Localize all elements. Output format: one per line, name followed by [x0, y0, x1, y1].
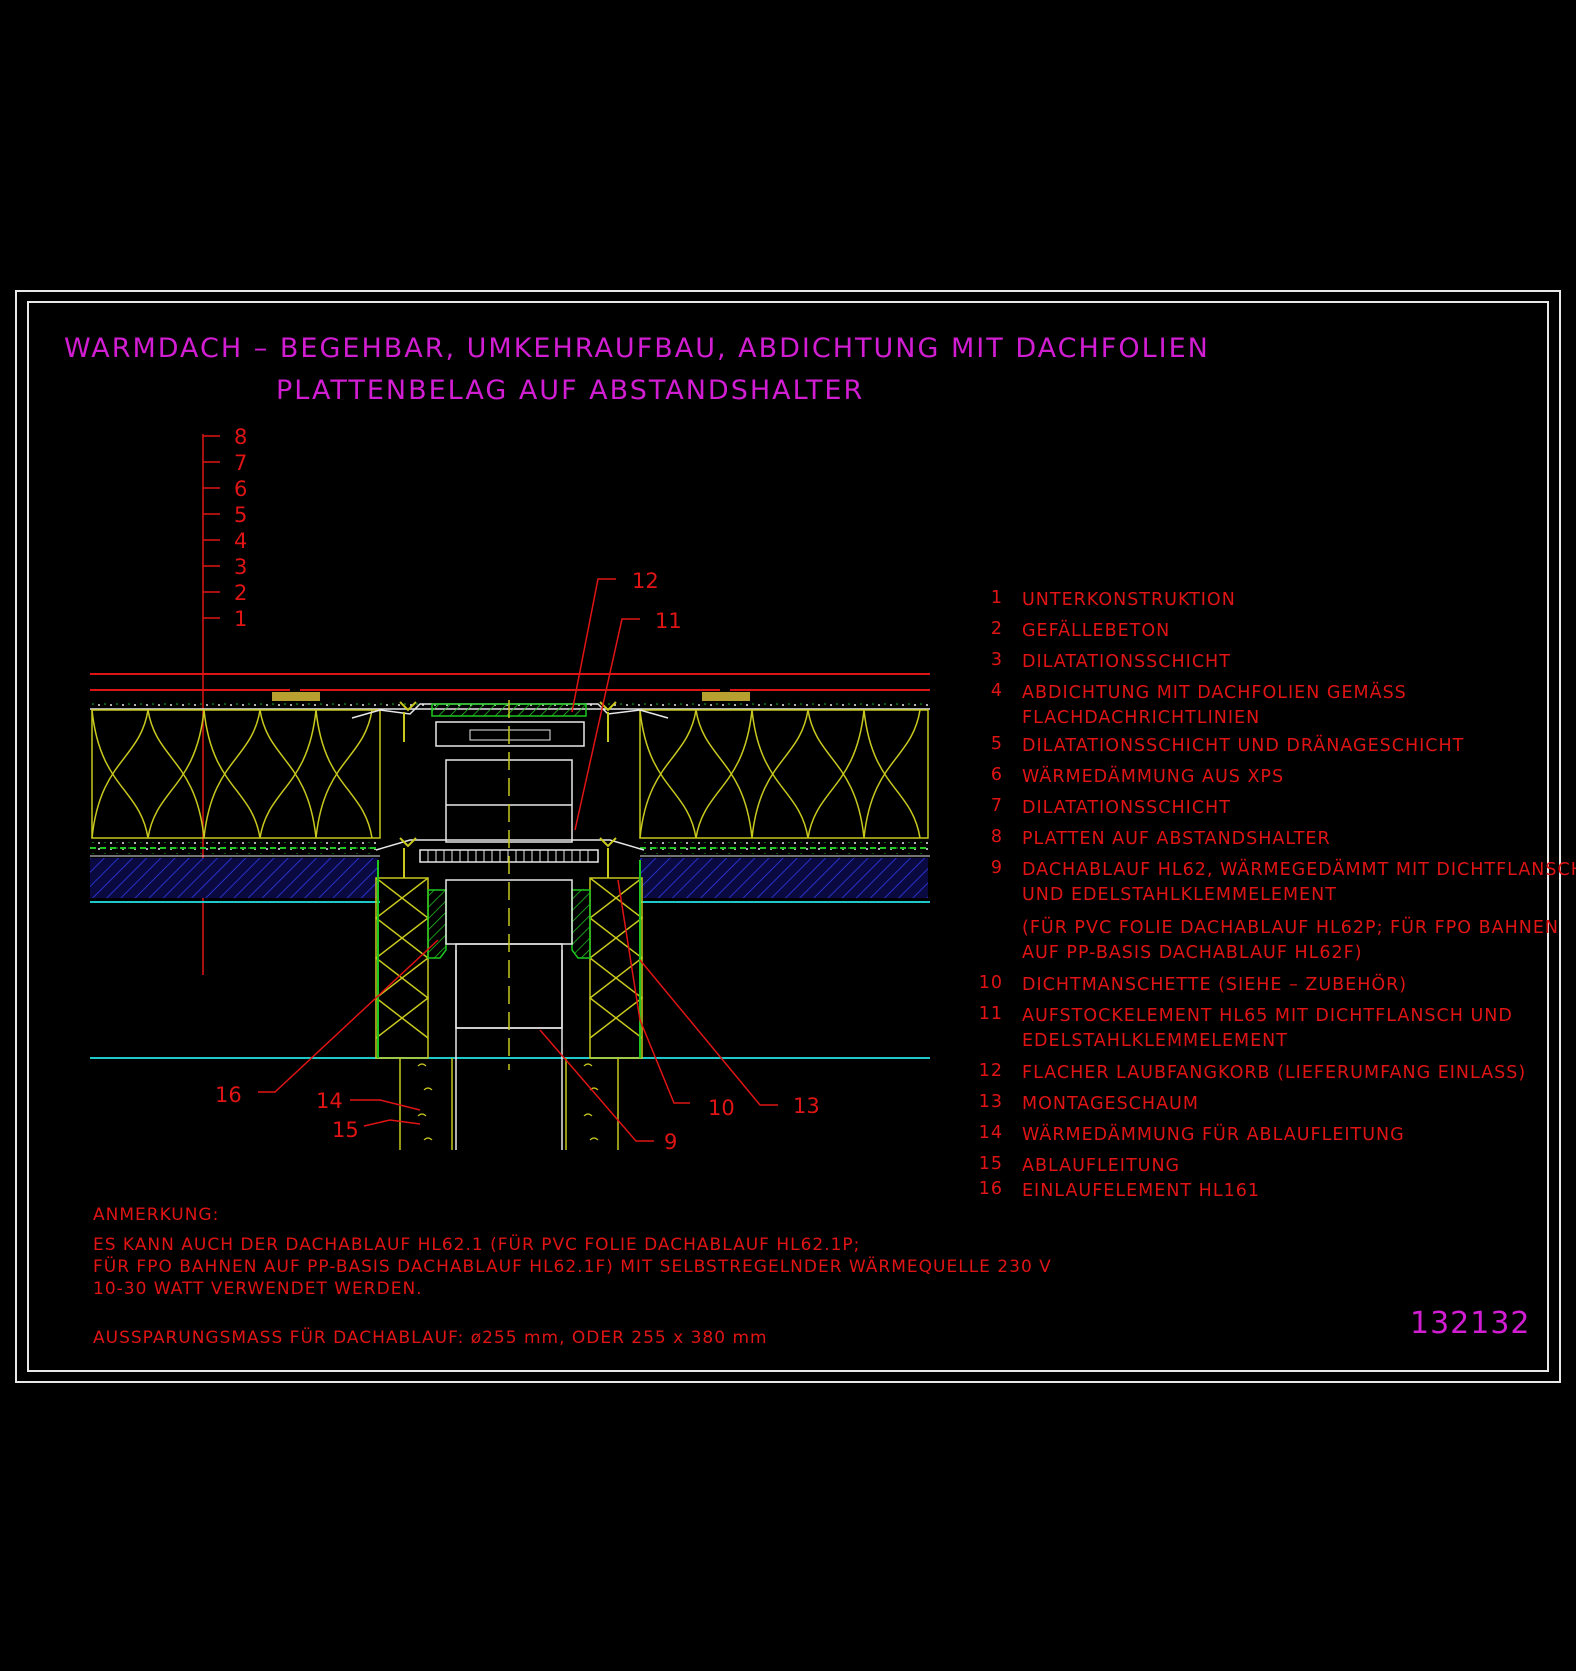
xps-insulation-left: [91, 709, 381, 839]
scale-label-5: 5: [234, 503, 247, 527]
note-line-3: 10-30 WATT VERWENDET WERDEN.: [93, 1279, 423, 1299]
membrane-layers: [90, 842, 930, 857]
foam-outline: [377, 860, 641, 1058]
callout-15: 15: [332, 1118, 359, 1142]
callout-14: 14: [316, 1089, 343, 1113]
note-line-4: AUSSPARUNGSMASS FÜR DACHABLAUF: ø255 mm,…: [93, 1328, 768, 1348]
callout-13: 13: [793, 1094, 820, 1118]
scale-label-7: 7: [234, 451, 247, 475]
title-line-2: PLATTENBELAG AUF ABSTANDSHALTER: [276, 375, 865, 406]
outer-frame: [15, 290, 1561, 1383]
title-line-1: WARMDACH – BEGEHBAR, UMKEHRAUFBAU, ABDIC…: [64, 333, 1210, 364]
paving-slabs: [90, 673, 930, 701]
callout-10: 10: [708, 1096, 735, 1120]
layer-scale: 8 7 6 5 4 3 2 1: [202, 425, 247, 975]
clamp-bolts: [399, 701, 617, 878]
callout-12: 12: [632, 569, 659, 593]
note-line-2: FÜR FPO BAHNEN AUF PP-BASIS DACHABLAUF H…: [93, 1257, 1052, 1277]
leader-lines: [258, 578, 778, 1142]
inner-frame: [27, 301, 1549, 1372]
scale-label-3: 3: [234, 555, 247, 579]
slope-concrete-left: [90, 858, 378, 898]
scale-label-2: 2: [234, 581, 247, 605]
note-line-1: ES KANN AUCH DER DACHABLAUF HL62.1 (FÜR …: [93, 1235, 861, 1255]
callout-9: 9: [664, 1130, 677, 1154]
roof-drain-body: [375, 839, 645, 1029]
scale-label-1: 1: [234, 607, 247, 631]
xps-insulation-right: [639, 709, 929, 839]
drawing-number: 132132: [1410, 1306, 1531, 1341]
note-heading: ANMERKUNG:: [93, 1205, 220, 1225]
scale-label-4: 4: [234, 529, 247, 553]
scale-label-6: 6: [234, 477, 247, 501]
scale-label-8: 8: [234, 425, 247, 449]
callout-16: 16: [215, 1083, 242, 1107]
raising-element: [351, 703, 669, 843]
slope-concrete-right: [640, 858, 928, 898]
callout-11: 11: [655, 609, 682, 633]
